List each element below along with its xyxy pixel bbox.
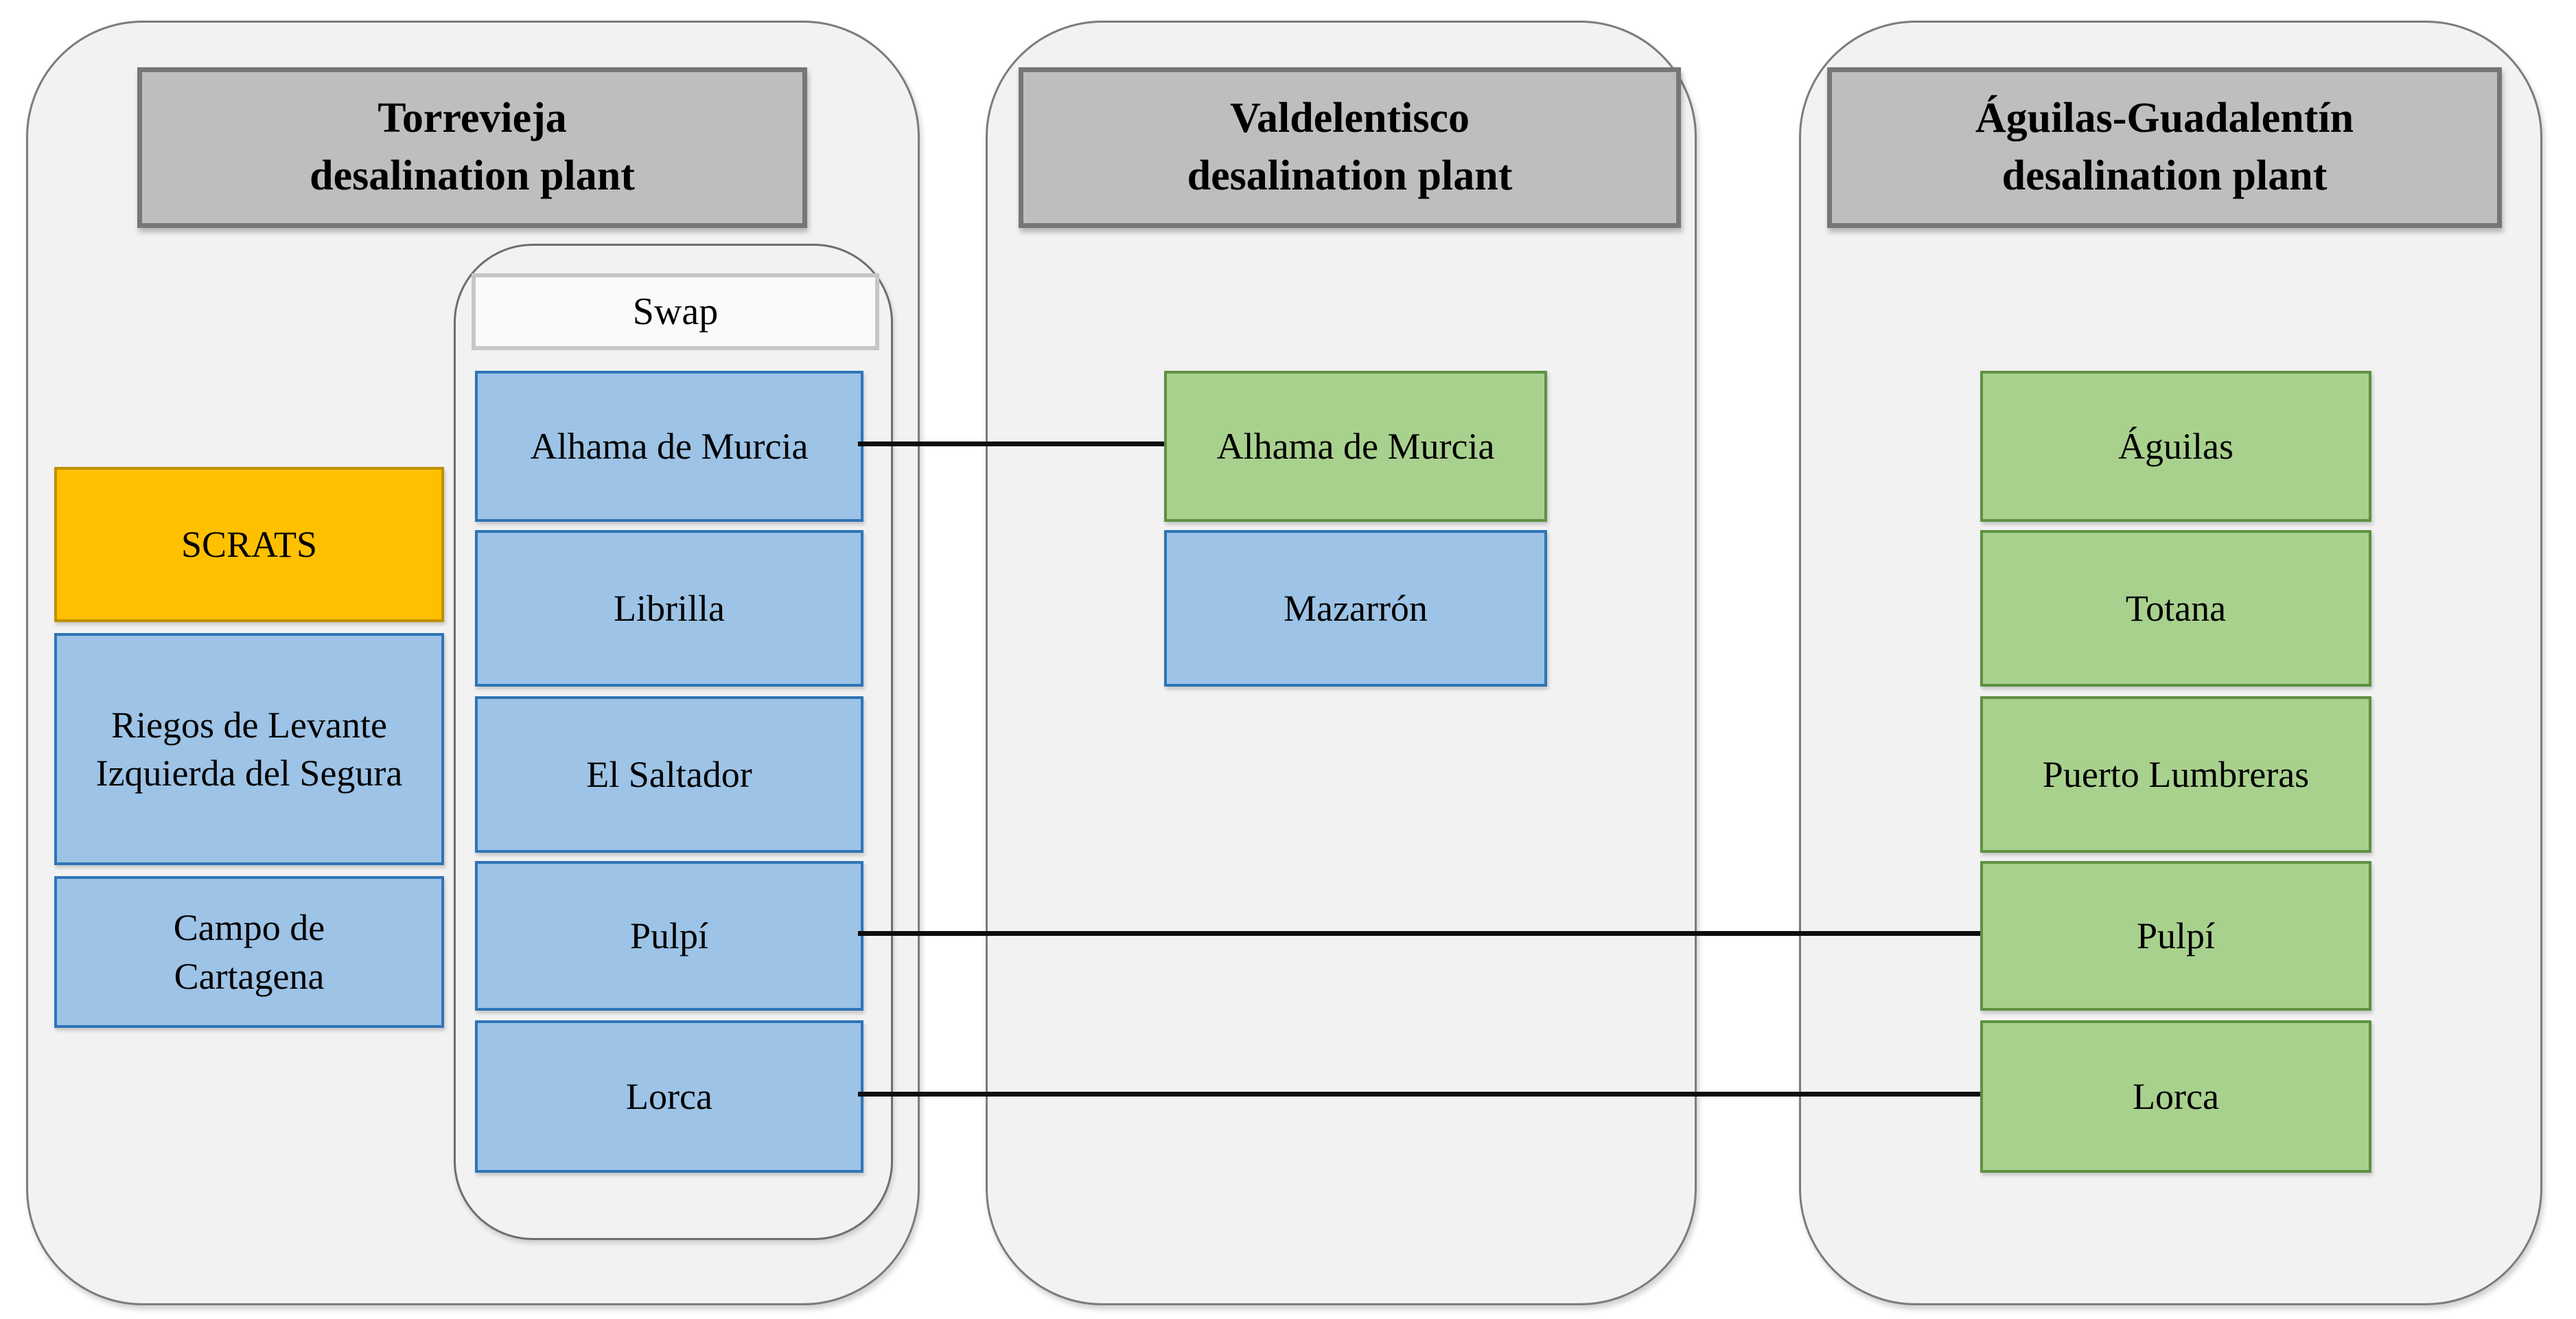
connector-alhama-de-murcia xyxy=(858,441,1164,446)
plant-header-torrevieja: Torrevieja desalination plant xyxy=(137,67,807,228)
node-label: Lorca xyxy=(626,1075,712,1117)
node-label: Campo de Cartagena xyxy=(173,907,325,997)
swap-group: Swap Alhama de Murcia Librilla El Saltad… xyxy=(454,244,893,1240)
node-swap-librilla: Librilla xyxy=(475,530,863,687)
node-label: Totana xyxy=(2125,587,2227,629)
node-aguilas: Águilas xyxy=(1980,371,2371,522)
node-swap-el-saltador: El Saltador xyxy=(475,696,863,853)
plant-header-label: Torrevieja desalination plant xyxy=(310,95,635,199)
plant-header-label: Águilas-Guadalentín desalination plant xyxy=(1975,95,2354,199)
node-scrats: SCRATS xyxy=(54,467,444,622)
node-label: Mazarrón xyxy=(1284,587,1428,629)
node-label: Librilla xyxy=(614,587,725,629)
connector-lorca xyxy=(858,1092,1980,1097)
connector-pulpi xyxy=(858,931,1980,936)
node-campo-de-cartagena: Campo de Cartagena xyxy=(54,876,444,1028)
node-label: Pulpí xyxy=(629,915,709,956)
node-label: Alhama de Murcia xyxy=(530,425,809,467)
node-label: Alhama de Murcia xyxy=(1216,425,1495,467)
node-swap-pulpi: Pulpí xyxy=(475,861,863,1011)
swap-label-box: Swap xyxy=(472,273,879,350)
node-totana: Totana xyxy=(1980,530,2371,687)
plant-header-valdelentisco: Valdelentisco desalination plant xyxy=(1019,67,1681,228)
swap-label: Swap xyxy=(632,290,719,333)
plant-header-label: Valdelentisco desalination plant xyxy=(1187,95,1513,199)
plant-header-aguilas-guadalentin: Águilas-Guadalentín desalination plant xyxy=(1827,67,2502,228)
node-label: Riegos de Levante Izquierda del Segura xyxy=(95,704,403,794)
node-valdelentisco-mazarron: Mazarrón xyxy=(1164,530,1547,687)
node-riegos-de-levante: Riegos de Levante Izquierda del Segura xyxy=(54,633,444,865)
node-swap-alhama-de-murcia: Alhama de Murcia xyxy=(475,371,863,522)
node-aguilas-pulpi: Pulpí xyxy=(1980,861,2371,1011)
node-swap-lorca: Lorca xyxy=(475,1020,863,1173)
node-aguilas-lorca: Lorca xyxy=(1980,1020,2371,1173)
plant-container-valdelentisco: Valdelentisco desalination plant Alhama … xyxy=(986,21,1697,1305)
node-label: Puerto Lumbreras xyxy=(2042,753,2310,795)
plant-container-aguilas-guadalentin: Águilas-Guadalentín desalination plant Á… xyxy=(1799,21,2542,1305)
node-label: Pulpí xyxy=(2136,915,2216,956)
node-puerto-lumbreras: Puerto Lumbreras xyxy=(1980,696,2371,853)
node-valdelentisco-alhama-de-murcia: Alhama de Murcia xyxy=(1164,371,1547,522)
plant-container-torrevieja: Torrevieja desalination plant SCRATS Rie… xyxy=(26,21,920,1305)
node-label: SCRATS xyxy=(181,523,318,565)
node-label: El Saltador xyxy=(586,753,752,795)
node-label: Lorca xyxy=(2133,1075,2219,1117)
node-label: Águilas xyxy=(2118,425,2233,467)
